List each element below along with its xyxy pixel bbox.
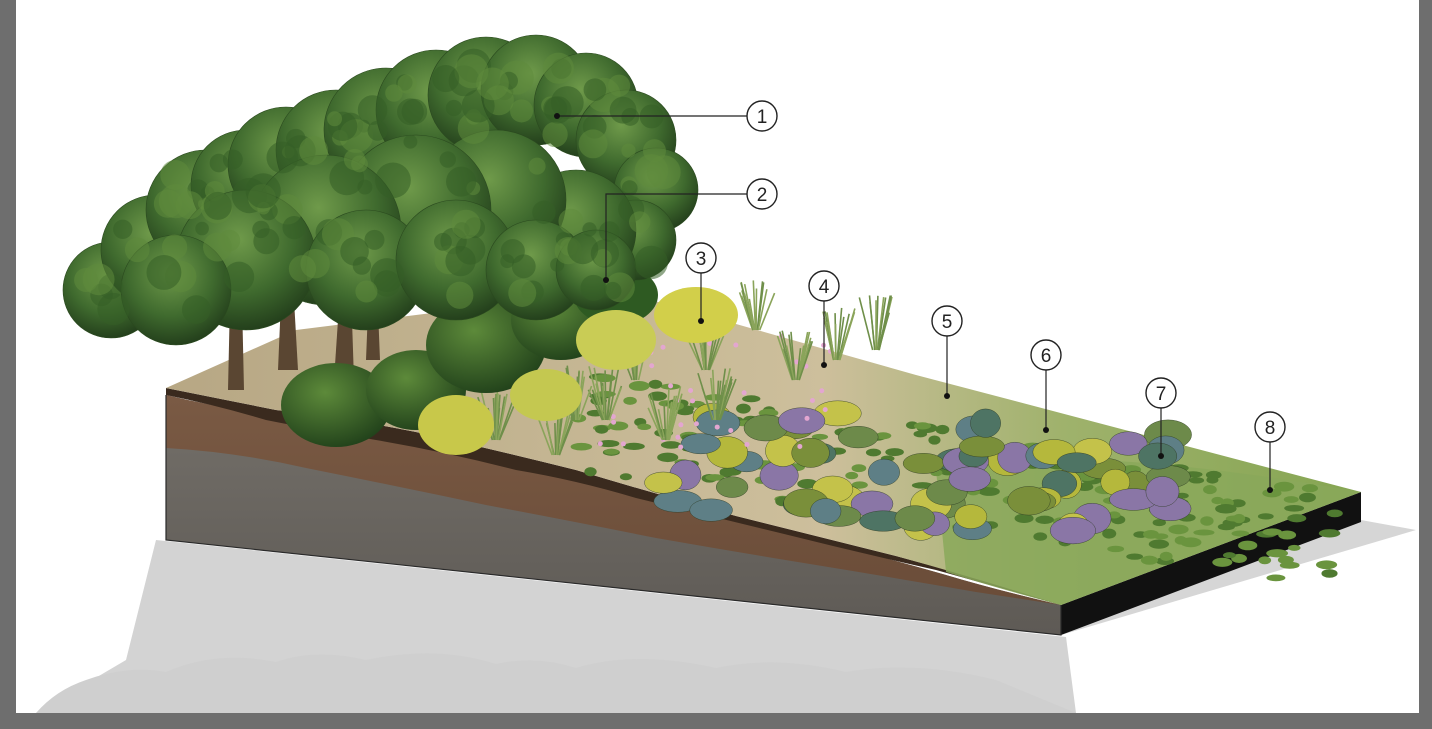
tree-canopy [62,34,699,346]
callout-circle [685,242,717,274]
landscape-cross-section-diagram: 1 2 3 4 5 6 7 8 [36,34,1416,713]
leader-dot [1043,427,1049,433]
leader-dot [821,362,827,368]
leader-dot [698,318,704,324]
leader-dot [554,113,560,119]
callout-number: 7 [1156,384,1167,405]
leader-line [605,193,747,280]
diagram-panel: 1 2 3 4 5 6 7 8 [16,0,1419,713]
callout-6: 6 [1030,339,1062,433]
callout-8: 8 [1254,411,1286,493]
leader-dot [944,393,950,399]
callout-5: 5 [931,305,963,399]
callout-number: 6 [1041,346,1052,367]
callout-number: 3 [696,249,707,270]
topsoil-layer [166,388,1061,605]
callout-circle [1030,339,1062,371]
callout-circle [808,270,840,302]
subsoil-layer [166,395,1061,605]
block-end-face [1061,492,1361,635]
callout-7: 7 [1145,377,1177,459]
perennial-plantings [578,333,1192,545]
callout-circle [931,305,963,337]
callout-1: 1 [554,100,778,132]
callout-number: 1 [757,107,768,128]
soil-block [165,388,1361,636]
callout-3: 3 [685,242,717,324]
callout-4: 4 [808,270,840,368]
leader-dot [603,277,609,283]
callout-markers: 1 2 3 4 5 6 7 8 [554,100,1286,493]
callout-2: 2 [603,178,778,283]
callout-circle [746,100,778,132]
callout-number: 4 [819,277,830,298]
callout-circle [1145,377,1177,409]
callout-number: 5 [942,312,953,333]
tree-canopy-group [62,34,699,447]
yellow-shrubs [418,287,738,455]
leader-dot [1267,487,1273,493]
callout-number: 2 [757,185,768,206]
callout-circle [746,178,778,210]
leader-dot [1158,453,1164,459]
callout-circle [1254,411,1286,443]
callout-number: 8 [1265,418,1276,439]
